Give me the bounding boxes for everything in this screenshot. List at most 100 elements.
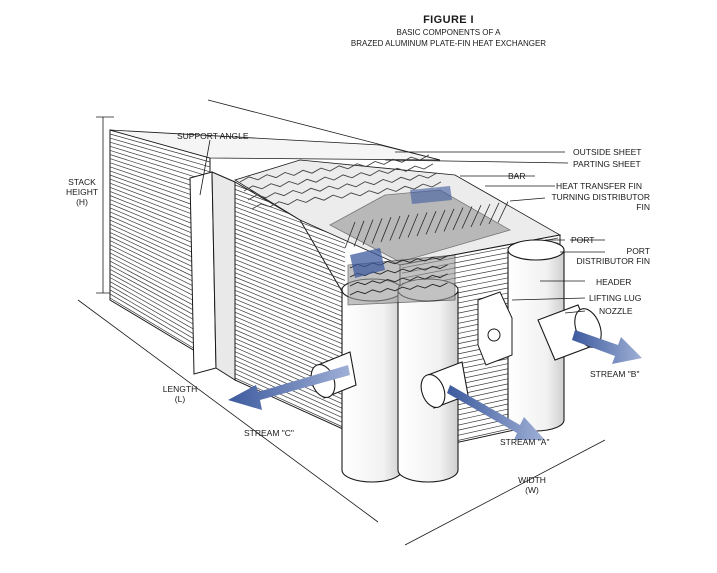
hatch-line: [234, 281, 346, 327]
hatch-line: [234, 311, 346, 360]
label-stack-height-line2: HEIGHT: [65, 187, 99, 197]
label-turning-distributor-fin-line2: FIN: [636, 202, 650, 212]
label-stack-height-line1: STACK: [68, 177, 96, 187]
stream-arrows: [228, 186, 642, 440]
hatch-line: [234, 224, 346, 267]
hatch-line: [416, 212, 428, 237]
label-width-line1: WIDTH: [518, 475, 546, 485]
label-parting-sheet: PARTING SHEET: [573, 159, 641, 169]
hatch-line: [234, 294, 346, 341]
hatch-line: [234, 202, 346, 244]
fin-stack: [234, 154, 562, 266]
turning-distributor-fin: [329, 189, 512, 263]
hatch-line: [234, 298, 346, 346]
hatch-line: [234, 320, 346, 369]
fin-zigzag: [247, 172, 438, 201]
fin-zigzag: [243, 163, 434, 192]
support-angle: [189, 171, 236, 381]
hatch-line: [234, 206, 346, 249]
hatch-line: [234, 237, 346, 281]
hatch-line: [497, 201, 509, 223]
label-width-line2: (W): [525, 485, 539, 495]
length-line: [77, 299, 379, 523]
hatch-line: [398, 214, 410, 240]
width-line: [404, 439, 606, 546]
hatch-line: [234, 289, 346, 337]
label-outside-sheet: OUTSIDE SHEET: [573, 147, 642, 157]
stream-b-arrow: [572, 330, 642, 364]
hatch-line: [109, 145, 211, 178]
hatch-line: [234, 268, 346, 313]
hatch-line: [461, 206, 473, 229]
port-fin-zigzag: [349, 273, 448, 287]
stream-a-arrow: [447, 385, 545, 440]
hatch-line: [234, 246, 346, 290]
label-heat-transfer-fin: HEAT TRANSFER FIN: [556, 181, 642, 191]
label-support-angle: SUPPORT ANGLE: [177, 131, 249, 141]
hatch-line: [234, 377, 346, 429]
hatch-line: [234, 215, 346, 258]
hatch-line: [234, 263, 346, 309]
hatch-line: [353, 220, 365, 247]
figure-subtitle-line1: BASIC COMPONENTS OF A: [396, 28, 501, 37]
hatch-line: [234, 250, 346, 295]
hatch-line: [452, 207, 464, 231]
hatch-line: [234, 210, 346, 254]
hatch-line: [234, 307, 346, 355]
hatch-line: [344, 221, 356, 249]
core-block: [109, 129, 441, 431]
hatch-line: [234, 303, 346, 350]
hatch-line: [234, 316, 346, 364]
hatch-line: [109, 137, 211, 168]
fin-zigzag: [251, 181, 442, 210]
stream-c-arrow: [228, 365, 350, 410]
label-port: PORT: [571, 235, 595, 245]
hatch-line: [470, 205, 482, 228]
hatch-line: [434, 209, 446, 234]
label-length-line1: LENGTH: [162, 384, 198, 394]
hatch-line: [234, 276, 346, 323]
label-header: HEADER: [596, 277, 632, 287]
label-port-distributor-fin-line2: DISTRIBUTOR FIN: [576, 256, 650, 266]
label-stream-a: STREAM "A": [500, 437, 550, 447]
hatch-line: [234, 259, 346, 304]
label-stack-height-line3: (H): [76, 197, 88, 207]
hatch-line: [407, 213, 419, 238]
hatch-line: [234, 219, 346, 263]
leader-lines: [199, 139, 605, 314]
label-nozzle: NOZZLE: [599, 306, 633, 316]
hatch-line: [234, 373, 346, 424]
label-lifting-lug: LIFTING LUG: [589, 293, 642, 303]
hatch-line: [362, 219, 374, 246]
hatch-line: [109, 133, 211, 163]
hatch-line: [234, 241, 346, 286]
hatch-line: [234, 285, 346, 332]
label-bar: BAR: [508, 171, 526, 181]
core-top-face: [109, 129, 441, 161]
port-fin-zigzag: [349, 282, 448, 296]
hatch-line: [234, 232, 346, 277]
label-port-distributor-fin-line1: PORT: [626, 246, 650, 256]
hatch-line: [109, 150, 211, 182]
label-stream-c: STREAM "C": [244, 428, 294, 438]
hatch-line: [380, 217, 392, 243]
hatch-line: [234, 228, 346, 272]
hatch-line: [109, 141, 211, 173]
hatch-line: [234, 272, 346, 318]
label-length-line2: (L): [174, 394, 186, 404]
lifting-lug: [477, 291, 513, 366]
label-turning-distributor-fin-line1: TURNING DISTRIBUTOR: [551, 192, 650, 202]
fin-zigzag: [239, 154, 430, 183]
hatch-line: [389, 215, 401, 241]
hatch-line: [425, 211, 437, 235]
hatch-line: [234, 368, 346, 420]
hatch-line: [488, 202, 500, 225]
hatch-line: [371, 218, 383, 244]
figure-title: FIGURE I: [423, 14, 474, 26]
hatch-line: [234, 254, 346, 300]
hatch-line: [479, 203, 491, 226]
label-stream-b: STREAM "B": [590, 369, 640, 379]
stream-top-arrow: [350, 248, 385, 278]
